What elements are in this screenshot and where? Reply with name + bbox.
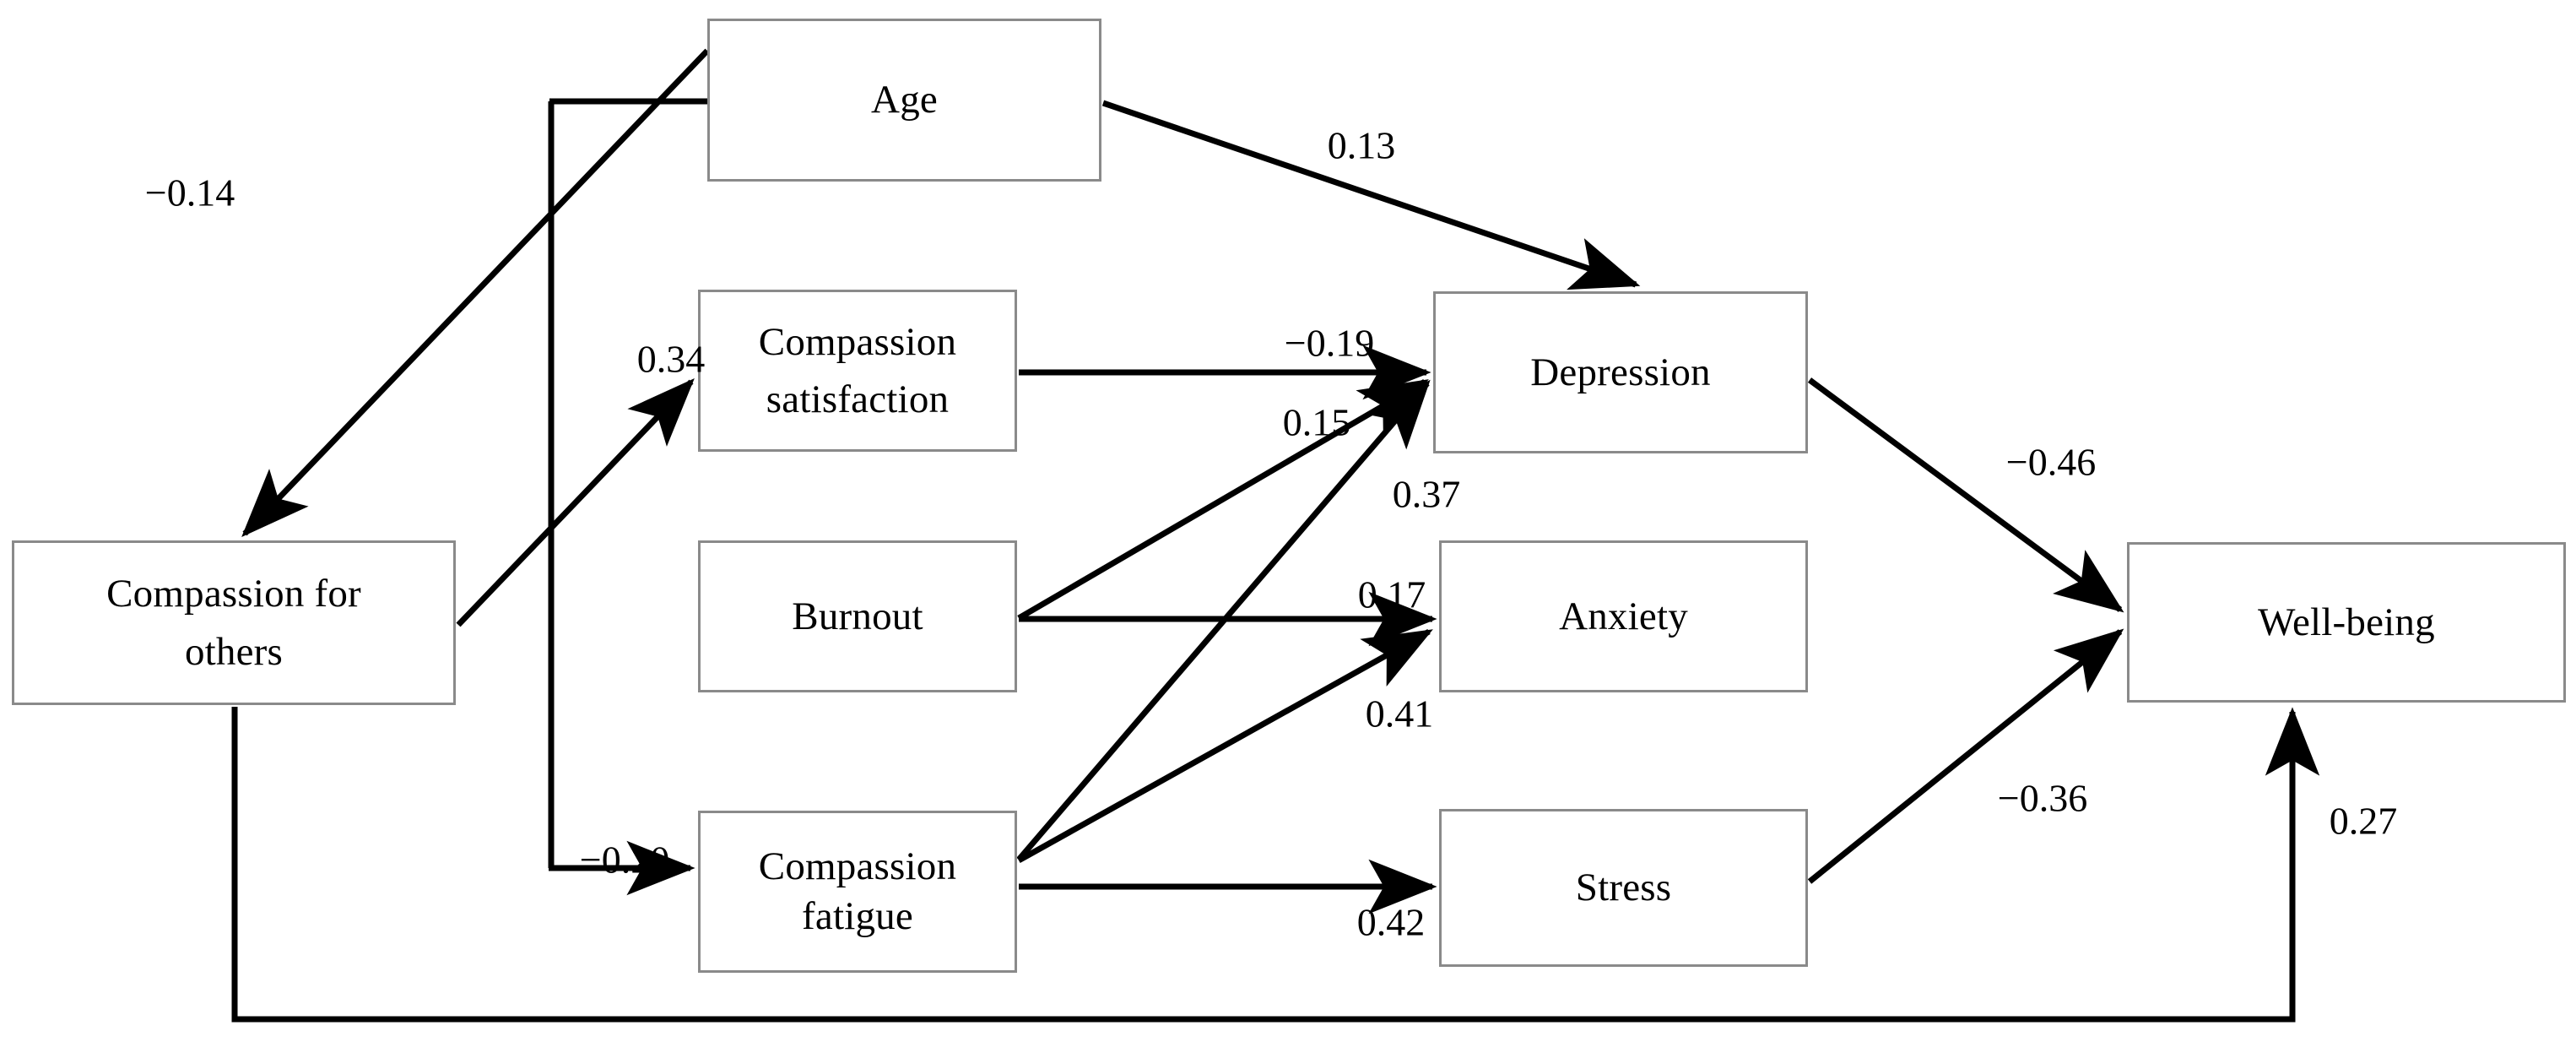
node-compassion-for-others[interactable]: Compassion for others [12, 540, 456, 705]
node-cs-line1: Compassion [758, 319, 957, 364]
edge-stress-to-wellbeing [1807, 628, 2124, 884]
node-compassion-for-others-label: Compassion for others [101, 565, 366, 680]
node-cs-line2: satisfaction [766, 377, 950, 421]
edge-label-burnout-to-depression: 0.15 [1282, 400, 1351, 444]
node-wellbeing-label: Well-being [2258, 600, 2435, 644]
node-cfo-line1: Compassion for [106, 572, 361, 616]
edge-label-compassion-for-others-to-compassion-satisfaction: 0.34 [636, 337, 706, 381]
edge-label-compassion-for-others-to-compassion-fatigue: −0.20 [579, 838, 670, 882]
edge-label-stress-to-wellbeing: −0.36 [1997, 776, 2088, 820]
node-anxiety-label: Anxiety [1559, 594, 1688, 638]
edge-depression-to-wellbeing [1807, 377, 2124, 613]
edge-label-compassion-satisfaction-to-depression: −0.19 [1284, 321, 1375, 365]
node-age-label: Age [871, 78, 938, 122]
node-burnout[interactable]: Burnout [698, 540, 1017, 692]
node-compassion-fatigue[interactable]: Compassion fatigue [698, 811, 1017, 973]
edge-compassion-for-others-to-wellbeing [231, 707, 2320, 1023]
node-depression-label: Depression [1530, 350, 1711, 394]
edge-burnout-to-depression [1017, 378, 1429, 621]
edge-label-age-to-depression: 0.13 [1327, 123, 1396, 167]
node-age[interactable]: Age [707, 19, 1101, 182]
node-compassion-satisfaction[interactable]: Compassion satisfaction [698, 290, 1017, 452]
edge-label-compassion-fatigue-to-stress: 0.42 [1356, 900, 1426, 944]
edge-label-compassion-fatigue-to-anxiety: 0.41 [1365, 692, 1434, 735]
edge-label-compassion-for-others-to-wellbeing: 0.27 [2329, 799, 2398, 843]
node-anxiety[interactable]: Anxiety [1439, 540, 1808, 692]
edge-label-burnout-to-anxiety: 0.17 [1357, 573, 1426, 616]
edge-compassion-fatigue-to-depression [1016, 379, 1431, 862]
node-compassion-satisfaction-label: Compassion satisfaction [754, 313, 961, 428]
node-wellbeing[interactable]: Well-being [2127, 542, 2566, 703]
node-stress-label: Stress [1575, 866, 1672, 910]
edge-age-to-depression [1101, 100, 1641, 290]
node-stress[interactable]: Stress [1439, 809, 1808, 967]
edge-label-compassion-fatigue-to-depression: 0.37 [1392, 472, 1461, 516]
edge-label-age-to-compassion-for-others: −0.14 [144, 171, 235, 214]
node-depression[interactable]: Depression [1433, 291, 1808, 453]
node-compassion-fatigue-label: Compassion fatigue [758, 844, 957, 938]
edge-compassion-for-others-to-compassion-satisfaction [456, 377, 695, 627]
edge-age-to-compassion-for-others [241, 48, 710, 538]
edge-label-depression-to-wellbeing: −0.46 [2005, 440, 2097, 484]
node-cfo-line2: others [184, 629, 284, 674]
node-burnout-label: Burnout [792, 594, 923, 638]
edge-compassion-fatigue-to-anxiety [1017, 628, 1433, 864]
